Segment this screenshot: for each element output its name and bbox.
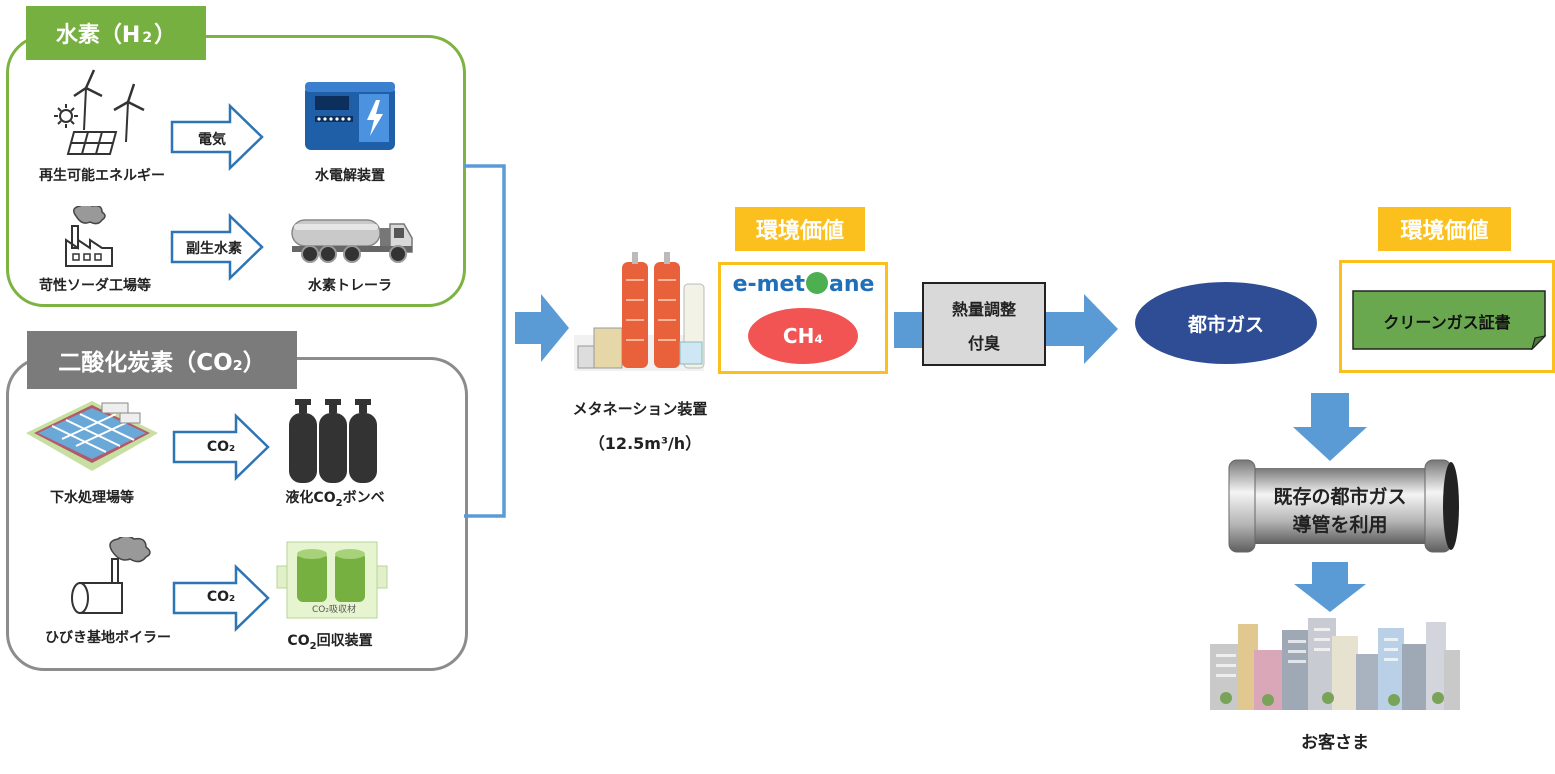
co2-arrow-2-label: CO₂: [206, 589, 236, 605]
soda-plant-label: 苛性ソーダ工場等: [39, 278, 151, 294]
sewage-plant-label: 下水処理場等: [50, 490, 134, 506]
clean-gas-certificate-shape: [1352, 290, 1546, 350]
heat-adjust-line2: 付臭: [967, 334, 1000, 353]
arrow-down-to-pipeline: [1293, 393, 1367, 461]
hydrogen-trailer-icon: [291, 219, 413, 263]
electrolyzer-icon: [305, 82, 395, 150]
co2-cylinders-icon: [289, 399, 377, 483]
electricity-arrow: [170, 103, 264, 171]
env-value-tag-right: 環境価値: [1378, 207, 1511, 251]
arrow-to-adjust: [894, 312, 924, 348]
ch4-badge: CH₄: [748, 308, 858, 364]
pipeline-line2: 導管を利用: [1292, 514, 1388, 536]
byproduct-hydrogen-label: 副生水素: [186, 241, 242, 257]
sewage-plant-icon: [26, 401, 158, 471]
arrow-down-to-city: [1294, 562, 1366, 612]
pipeline-line1: 既存の都市ガス: [1273, 486, 1407, 508]
city-buildings-icon: [1210, 618, 1460, 710]
customer-label: お客さま: [1301, 733, 1369, 753]
byproduct-hydrogen-arrow: [170, 213, 264, 281]
env-value-tag-left: 環境価値: [735, 207, 865, 251]
renewable-energy-label: 再生可能エネルギー: [39, 168, 165, 184]
heat-adjust-box: [922, 282, 1046, 366]
co2-arrow-1-label: CO₂: [206, 439, 236, 455]
factory-icon: [65, 206, 113, 267]
methanation-capacity: （12.5m³/h）: [588, 434, 702, 453]
electrolyzer-label: 水電解装置: [315, 168, 385, 184]
methanation-plant-icon: [574, 252, 705, 371]
co2-header: 二酸化炭素（CO₂）: [27, 331, 297, 389]
boiler-icon: [71, 537, 151, 614]
e-methane-logo-mark: [805, 272, 828, 294]
electricity-arrow-label: 電気: [198, 132, 226, 148]
co2-capture-label: CO2回収装置: [287, 633, 373, 652]
co2-arrow-2: [172, 564, 270, 632]
co2-capture-icon: [276, 541, 388, 619]
heat-adjust-line1: 熱量調整: [951, 300, 1016, 319]
hydrogen-group: [6, 35, 466, 307]
city-gas-ellipse: 都市ガス: [1135, 282, 1317, 364]
boiler-label: ひびき基地ボイラー: [45, 630, 171, 646]
arrow-to-city-gas: [1046, 294, 1118, 364]
hydrogen-trailer-label: 水素トレーラ: [308, 278, 392, 294]
renewable-energy-icon: [54, 69, 145, 155]
merge-bracket: [464, 164, 506, 518]
co2-arrow-1: [172, 413, 270, 481]
liquid-co2-label: 液化CO2ボンベ: [285, 490, 385, 509]
pipeline-icon: [1228, 459, 1459, 553]
clean-gas-certificate-label: クリーンガス証書: [1383, 313, 1511, 332]
methanation-label: メタネーション装置: [572, 400, 708, 418]
co2-absorbent-label: CO₂吸収材: [312, 605, 356, 615]
arrow-to-methanation: [515, 294, 569, 362]
